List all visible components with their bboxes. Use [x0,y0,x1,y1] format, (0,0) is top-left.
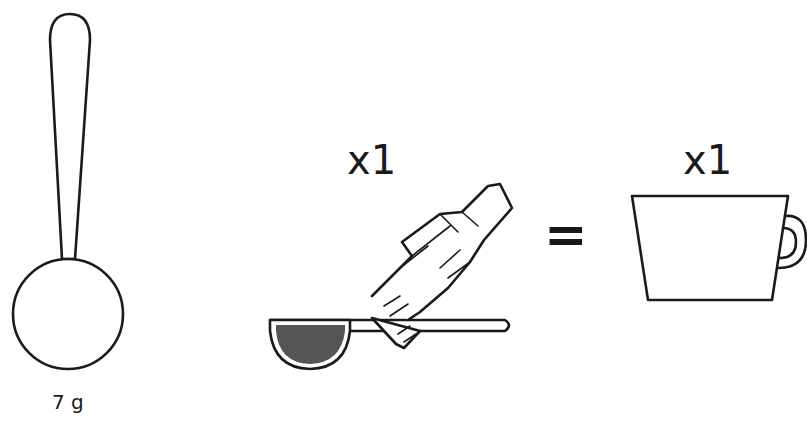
equals-sign: = [544,208,588,260]
weight-label: 7 g [52,392,84,412]
spoon-bowl [13,259,123,369]
count-label: x1 [347,140,396,180]
spoon-handle [50,14,90,259]
hand [372,184,512,348]
count-label: x1 [683,140,732,180]
hand-detail [384,212,478,342]
cup-body [632,196,788,300]
coffee-fill [276,325,345,364]
cup-handle [778,216,806,268]
scoop-bowl [270,320,350,369]
